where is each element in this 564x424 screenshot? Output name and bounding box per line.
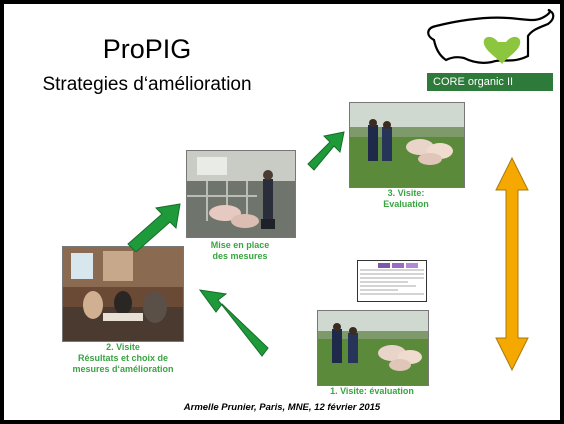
caption-line: 1. Visite: évaluation [330, 386, 414, 396]
caption-line: Résultats et choix de [77, 353, 169, 363]
orange-double-arrow-icon [495, 156, 529, 372]
green-arrow-up-left-icon [198, 289, 269, 357]
slide: ProPIG Strategies d‘amélioration CORE or… [4, 4, 560, 420]
green-arrow-up-right-icon [307, 131, 345, 171]
evaluation-table-thumbnail [357, 260, 427, 302]
caption-line: 2. Visite [106, 342, 140, 352]
caption-line: des mesures [212, 251, 268, 261]
slide-subtitle: Strategies d‘amélioration [42, 74, 252, 95]
caption-line: 3. Visite: [387, 188, 425, 198]
people-with-pigs-in-field-photo [349, 102, 465, 188]
pigs-in-barn-photo [186, 150, 296, 238]
step-caption-setup: Mise en place des mesures [180, 240, 300, 262]
pig-outline-with-green-heart-logo [427, 8, 555, 64]
caption-line: mesures d‘amélioration [72, 364, 174, 374]
green-arrow-up-right-icon [127, 203, 181, 252]
step-caption-visit-2: 2. Visite Résultats et choix de mesures … [60, 342, 186, 375]
step-caption-visit-3: 3. Visite: Evaluation [346, 188, 466, 210]
slide-title: ProPIG [102, 34, 192, 64]
footer-credit: Armelle Prunier, Paris, MNE, 12 février … [183, 402, 381, 413]
caption-line: Evaluation [383, 199, 429, 209]
logo-text: CORE organic II [427, 73, 553, 91]
people-with-pigs-in-field-photo [317, 310, 429, 386]
meeting-in-kitchen-photo [62, 246, 184, 342]
caption-line: Mise en place [210, 240, 270, 250]
step-caption-visit-1: 1. Visite: évaluation [312, 386, 432, 397]
